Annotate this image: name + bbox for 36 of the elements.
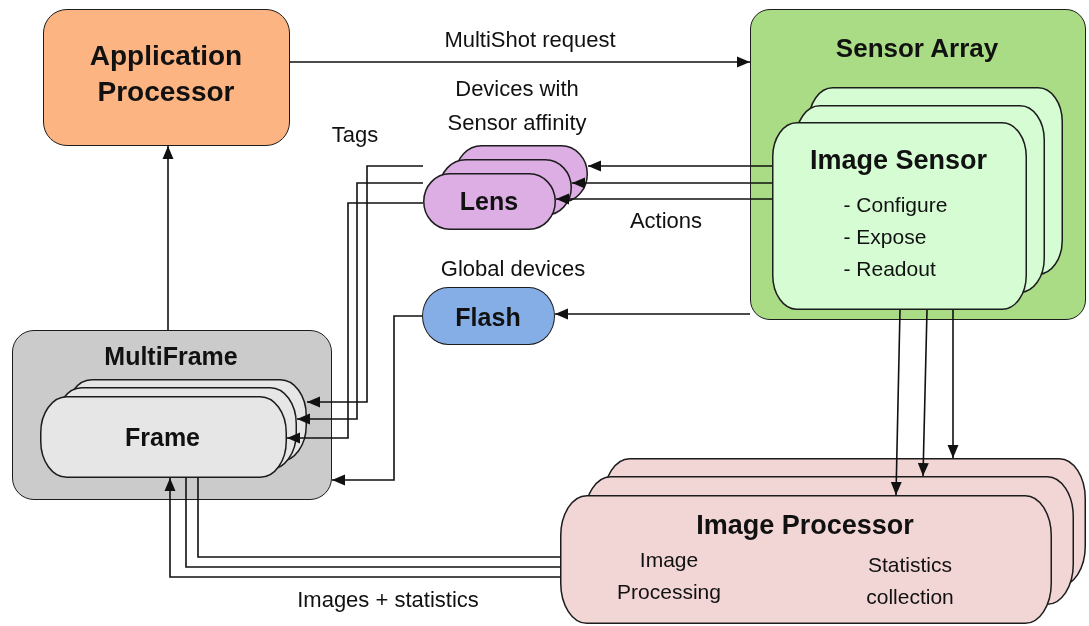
node-title: Sensor Array bbox=[835, 32, 999, 64]
arrow bbox=[289, 56, 751, 68]
arrow bbox=[555, 193, 773, 205]
node-caption: Devices with Sensor affinity bbox=[446, 75, 588, 137]
process-box bbox=[422, 287, 555, 345]
node-caption: Global devices bbox=[440, 255, 586, 283]
arrow bbox=[296, 182, 424, 425]
group-panel bbox=[12, 330, 332, 500]
node-title: Image Processor bbox=[696, 509, 914, 542]
arrow bbox=[587, 160, 773, 172]
list-item: - Configure bbox=[843, 191, 948, 218]
card-stack bbox=[771, 86, 1063, 310]
list-item: - Expose bbox=[843, 223, 927, 250]
arrow bbox=[286, 202, 424, 444]
node-title: Flash bbox=[455, 302, 521, 333]
group-panel bbox=[750, 9, 1086, 320]
node-text: Statistics collection bbox=[865, 552, 955, 610]
card-stack bbox=[39, 378, 307, 478]
card-stack bbox=[423, 145, 588, 230]
arrow bbox=[571, 177, 773, 189]
list-item: - Readout bbox=[843, 255, 936, 282]
card-stack bbox=[560, 458, 1086, 624]
arrow bbox=[554, 308, 751, 320]
node-title: Frame bbox=[125, 421, 200, 453]
arrow bbox=[947, 309, 959, 459]
arrow bbox=[890, 309, 902, 496]
process-box bbox=[43, 9, 290, 146]
arrow bbox=[917, 309, 929, 477]
arrow bbox=[162, 145, 174, 331]
arrow bbox=[306, 165, 424, 408]
node-title: Lens bbox=[459, 186, 519, 217]
node-title: Image Sensor bbox=[809, 143, 988, 177]
node-title: Application Processor bbox=[88, 39, 244, 109]
node-title: MultiFrame bbox=[104, 341, 238, 372]
arrow bbox=[331, 315, 423, 486]
node-text: Image Processing bbox=[616, 547, 722, 605]
